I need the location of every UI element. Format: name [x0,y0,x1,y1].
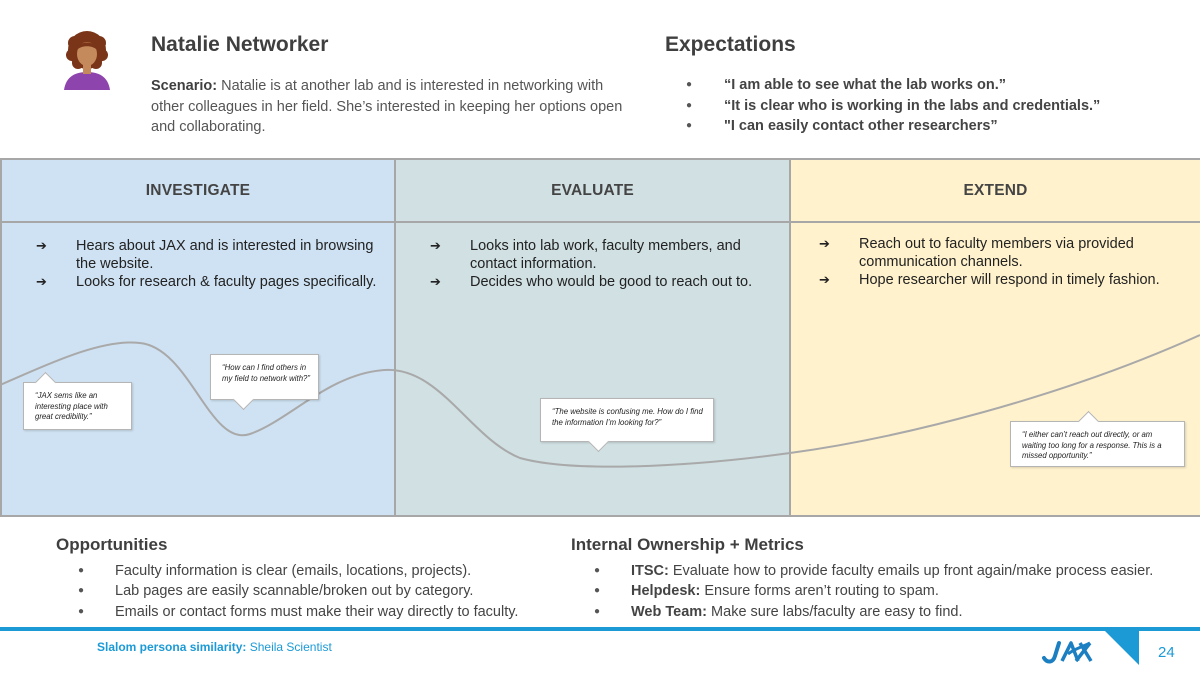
journey-map: INVESTIGATE Hears about JAX and is inter… [0,158,1200,517]
quote-bubble: “How can I find others in my field to ne… [210,354,319,400]
phase-step: Reach out to faculty members via provide… [815,235,1190,271]
phase-title: EXTEND [791,160,1200,223]
quote-bubble: “JAX sems like an interesting place with… [23,382,132,430]
quote-bubble: “I either can’t reach out directly, or a… [1010,421,1185,467]
quote-bubble: “The website is confusing me. How do I f… [540,398,714,442]
jax-logo-icon [1042,641,1093,664]
similarity-value: Sheila Scientist [249,640,332,654]
phase-title: EVALUATE [396,160,789,223]
phase-step: Looks for research & faculty pages speci… [32,273,384,291]
persona-avatar-icon [64,31,110,90]
ownership-list: ITSC: Evaluate how to provide faculty em… [594,561,1194,622]
phase-step: Decides who would be good to reach out t… [426,273,779,291]
phase-step: Hears about JAX and is interested in bro… [32,237,384,273]
owner-text: Ensure forms aren’t routing to spam. [704,583,939,600]
phase-steps: Looks into lab work, faculty members, an… [396,223,789,291]
phase-investigate: INVESTIGATE Hears about JAX and is inter… [0,158,396,517]
persona-scenario: Scenario: Natalie is at another lab and … [151,76,631,138]
persona-name: Natalie Networker [151,33,329,56]
ownership-item: Web Team: Make sure labs/faculty are eas… [594,602,1194,623]
ownership-item: ITSC: Evaluate how to provide faculty em… [594,561,1194,582]
phase-steps: Reach out to faculty members via provide… [791,223,1200,289]
expectations-list: “I am able to see what the lab works on.… [686,75,1186,137]
owner-label: ITSC: [631,563,669,579]
expectation-item: “I am able to see what the lab works on.… [686,75,1186,96]
phase-title: INVESTIGATE [2,160,394,223]
phase-steps: Hears about JAX and is interested in bro… [2,223,394,291]
expectations-title: Expectations [665,33,796,56]
owner-text: Make sure labs/faculty are easy to find. [711,603,963,620]
phase-step: Hope researcher will respond in timely f… [815,271,1190,289]
page-number: 24 [1158,644,1175,661]
ownership-item: Helpdesk: Ensure forms aren’t routing to… [594,581,1194,602]
ownership-title: Internal Ownership + Metrics [571,535,804,554]
footer-divider [0,627,1200,631]
opportunity-item: Emails or contact forms must make their … [78,602,558,623]
owner-label: Web Team: [631,603,708,620]
owner-label: Helpdesk: [631,583,701,600]
owner-text: Evaluate how to provide faculty emails u… [672,563,1154,579]
scenario-label: Scenario: [151,78,218,94]
phase-evaluate: EVALUATE Looks into lab work, faculty me… [394,158,791,517]
expectation-item: “It is clear who is working in the labs … [686,96,1186,117]
similarity-label: Slalom persona similarity: [97,640,247,654]
persona-similarity: Slalom persona similarity: Sheila Scient… [97,640,332,654]
opportunities-list: Faculty information is clear (emails, lo… [78,561,558,622]
scenario-text: Natalie is at another lab and is interes… [151,78,623,135]
opportunities-title: Opportunities [56,535,168,554]
opportunity-item: Lab pages are easily scannable/broken ou… [78,581,558,602]
opportunity-item: Faculty information is clear (emails, lo… [78,561,558,582]
phase-step: Looks into lab work, faculty members, an… [426,237,779,273]
expectation-item: "I can easily contact other researchers” [686,116,1186,137]
corner-triangle-icon [1105,631,1139,665]
